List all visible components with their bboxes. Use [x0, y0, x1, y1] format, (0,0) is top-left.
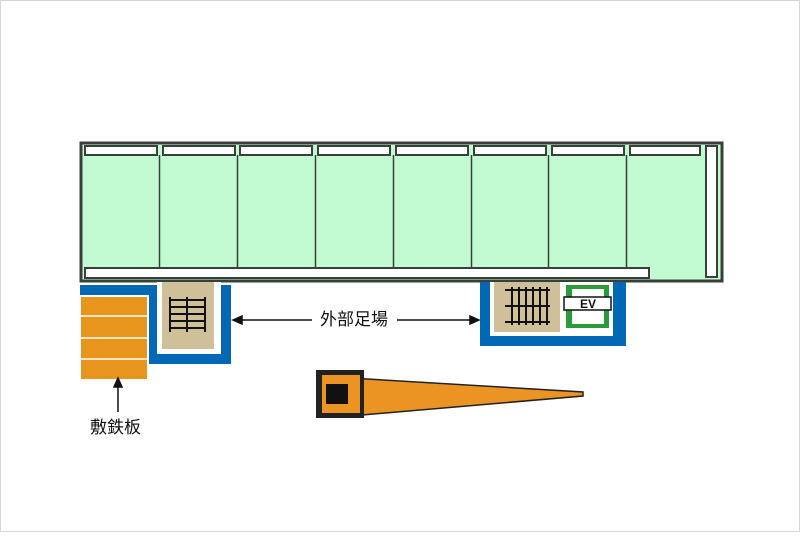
- stair-icon: [505, 287, 550, 325]
- building-outline: [79, 141, 724, 283]
- iron-plate-area: [79, 282, 231, 381]
- side-strip: [705, 145, 718, 278]
- crane-icon: [316, 370, 584, 418]
- balcony-strip: [395, 145, 469, 156]
- balcony-strips-top: [84, 145, 701, 156]
- iron-plate-seams: [80, 315, 148, 360]
- balcony-strip: [317, 145, 391, 156]
- balcony-strip: [239, 145, 313, 156]
- balcony-strip: [551, 145, 625, 156]
- elevator-label-box: [563, 296, 612, 311]
- scaffold-label: 外部足場: [318, 310, 390, 330]
- balcony-strip: [473, 145, 547, 156]
- balcony-strip: [162, 145, 236, 156]
- elevator-label: EV: [579, 297, 596, 311]
- unit-dividers: [158, 155, 628, 268]
- stair-icon: [169, 297, 206, 332]
- crane-cab: [326, 384, 348, 404]
- balcony-strip: [629, 145, 701, 156]
- arrow-icon: [231, 314, 481, 326]
- corridor-strip: [84, 267, 650, 279]
- iron-plate-label: 敷鉄板: [90, 418, 141, 438]
- arrow-icon: [112, 376, 124, 412]
- elevator-icon: [563, 285, 612, 328]
- scaffold-right: [480, 282, 626, 346]
- balcony-strip: [84, 145, 158, 156]
- building: [79, 141, 724, 283]
